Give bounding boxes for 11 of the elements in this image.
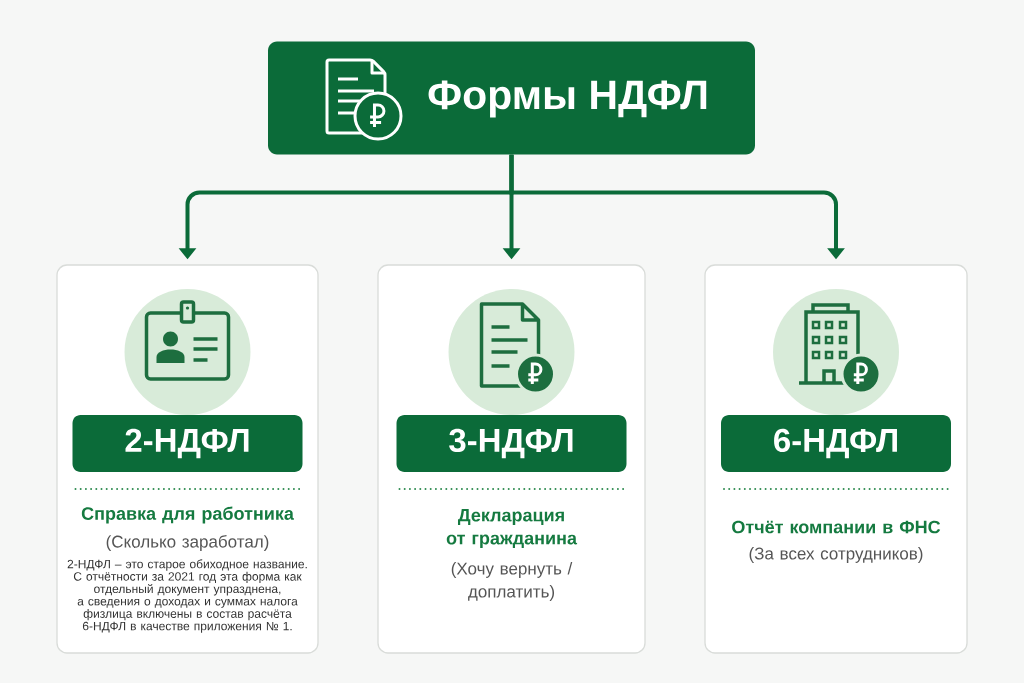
label-box: 2-НДФЛ xyxy=(72,415,303,472)
subtitle: (Сколько заработал) xyxy=(106,535,269,551)
heading: Отчёт компании в ФНС xyxy=(732,520,941,534)
subtitle: (Хочу вернуть / доплатить) xyxy=(451,562,573,601)
label-box: 6-НДФЛ xyxy=(721,415,951,472)
note-text: 2-НДФЛ – это старое обиходное название. С отчётности за 2021 год эта форма как отдельный документ упразднена, а сведения о доходах и суммах налога физлица включены в состав расчёта 6-НДФЛ в качестве приложения № 1. xyxy=(67,559,307,633)
title-box: Формы НДФЛ xyxy=(268,41,755,155)
label-box: 3-НДФЛ xyxy=(396,415,627,472)
subtitle: (За всех сотрудников) xyxy=(749,547,923,563)
heading: Справка для работника xyxy=(81,506,294,524)
heading: Декларация от гражданина xyxy=(446,508,578,549)
